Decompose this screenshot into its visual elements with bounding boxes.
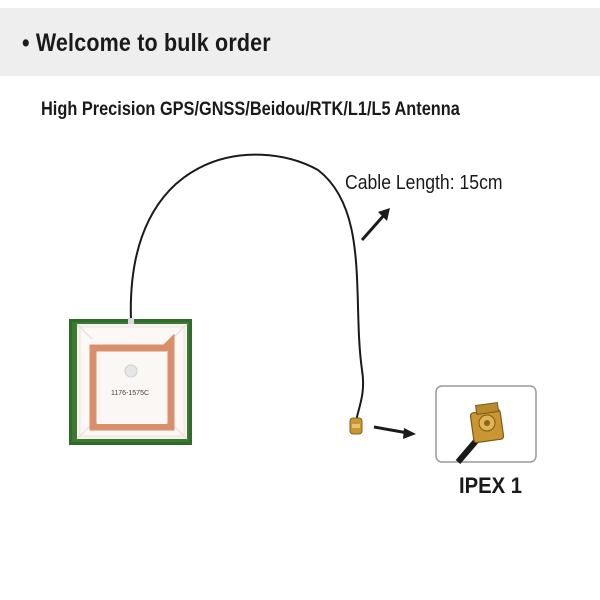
cable-length-label: Cable Length: 15cm — [345, 172, 503, 194]
ipex-connector-closeup — [469, 401, 505, 444]
copper-patch — [89, 333, 175, 431]
header-band — [0, 8, 600, 76]
header-title-text: Welcome to bulk order — [35, 29, 271, 57]
ipex-connector-small — [349, 417, 363, 435]
chip-marking: 1176-1575C — [111, 390, 149, 397]
antenna-cable — [129, 153, 365, 423]
ipex-label: IPEX 1 — [459, 473, 523, 498]
antenna-board: 1176-1575C — [69, 318, 192, 445]
header-bullet: • — [22, 29, 30, 57]
connector-arrow-icon — [373, 425, 416, 439]
cable-length-arrow-icon — [360, 208, 390, 241]
connector-closeup — [435, 385, 537, 464]
feed-point — [124, 364, 138, 378]
header-title: • Welcome to bulk order — [22, 29, 271, 58]
product-title: High Precision GPS/GNSS/Beidou/RTK/L1/L5… — [41, 99, 460, 120]
